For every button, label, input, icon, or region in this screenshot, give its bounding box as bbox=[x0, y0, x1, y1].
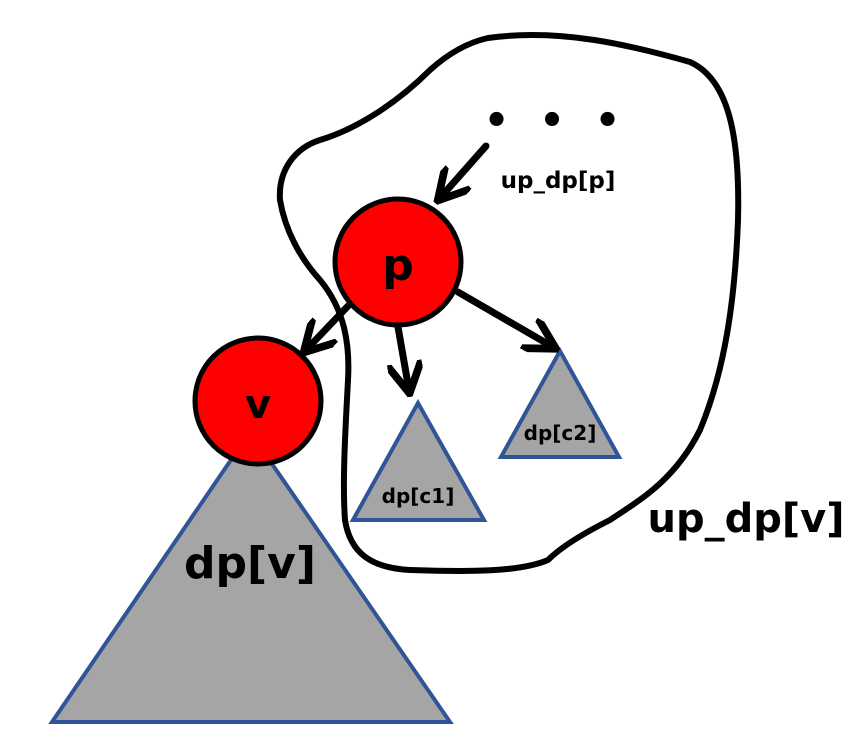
subtree-dp-c2-label: dp[c2] bbox=[524, 421, 597, 445]
subtree-dp-v bbox=[48, 428, 454, 724]
up-dp-v-label: up_dp[v] bbox=[647, 496, 844, 542]
subtree-dp-c1 bbox=[349, 398, 488, 522]
node-v-label: v bbox=[245, 382, 271, 428]
ellipsis-label: • • • bbox=[484, 98, 629, 144]
node-p-label: p bbox=[382, 240, 414, 291]
edge-p-to-c1 bbox=[398, 323, 409, 390]
subtree-dp-c2 bbox=[497, 346, 623, 459]
node-v bbox=[192, 335, 324, 467]
subtree-dp-c1-label: dp[c1] bbox=[382, 484, 455, 508]
up-dp-v-region-outline bbox=[276, 32, 742, 574]
up-dp-p-label: up_dp[p] bbox=[501, 168, 616, 194]
edge-p-to-v bbox=[306, 302, 352, 350]
node-p bbox=[332, 196, 464, 328]
edge-p-to-c2 bbox=[454, 288, 553, 347]
arrow-to-p bbox=[440, 142, 490, 198]
subtree-dp-v-label: dp[v] bbox=[184, 538, 316, 589]
